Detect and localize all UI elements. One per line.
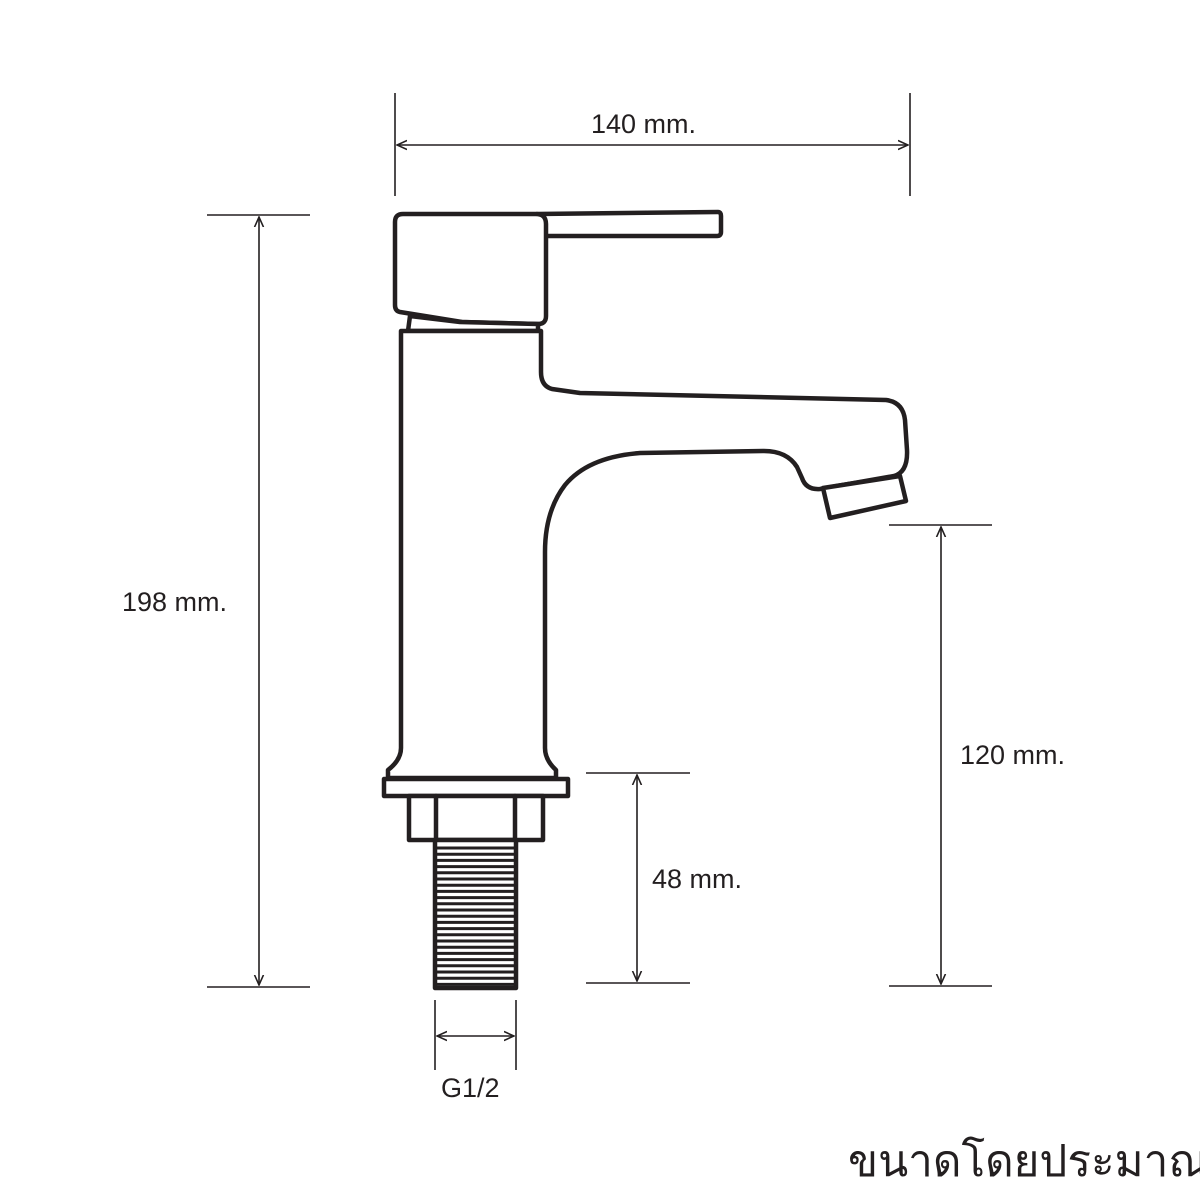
spout-height-label: 120 mm. <box>960 740 1066 770</box>
thread-size-dimension <box>434 1000 517 1070</box>
thread-length-label: 48 mm. <box>652 864 743 894</box>
handle-lever <box>534 209 724 239</box>
thread-length-dimension <box>586 772 690 984</box>
thread-lines <box>437 846 514 986</box>
cartridge-neck <box>405 313 541 334</box>
base-flange <box>381 776 571 799</box>
spout-height-dimension <box>889 524 992 987</box>
faucet-body <box>385 328 910 781</box>
height-dimension <box>207 214 310 988</box>
hex-nut <box>406 793 546 843</box>
threaded-shank <box>432 837 519 991</box>
height-label: 198 mm. <box>122 587 228 617</box>
thread-size-label: G1/2 <box>441 1073 500 1103</box>
width-dimension <box>394 93 911 196</box>
faucet <box>381 209 910 991</box>
width-label: 140 mm. <box>591 109 697 139</box>
handle-block <box>392 211 549 327</box>
approximate-size-note: ขนาดโดยประมาณ <box>848 1136 1200 1187</box>
aerator <box>820 473 909 521</box>
